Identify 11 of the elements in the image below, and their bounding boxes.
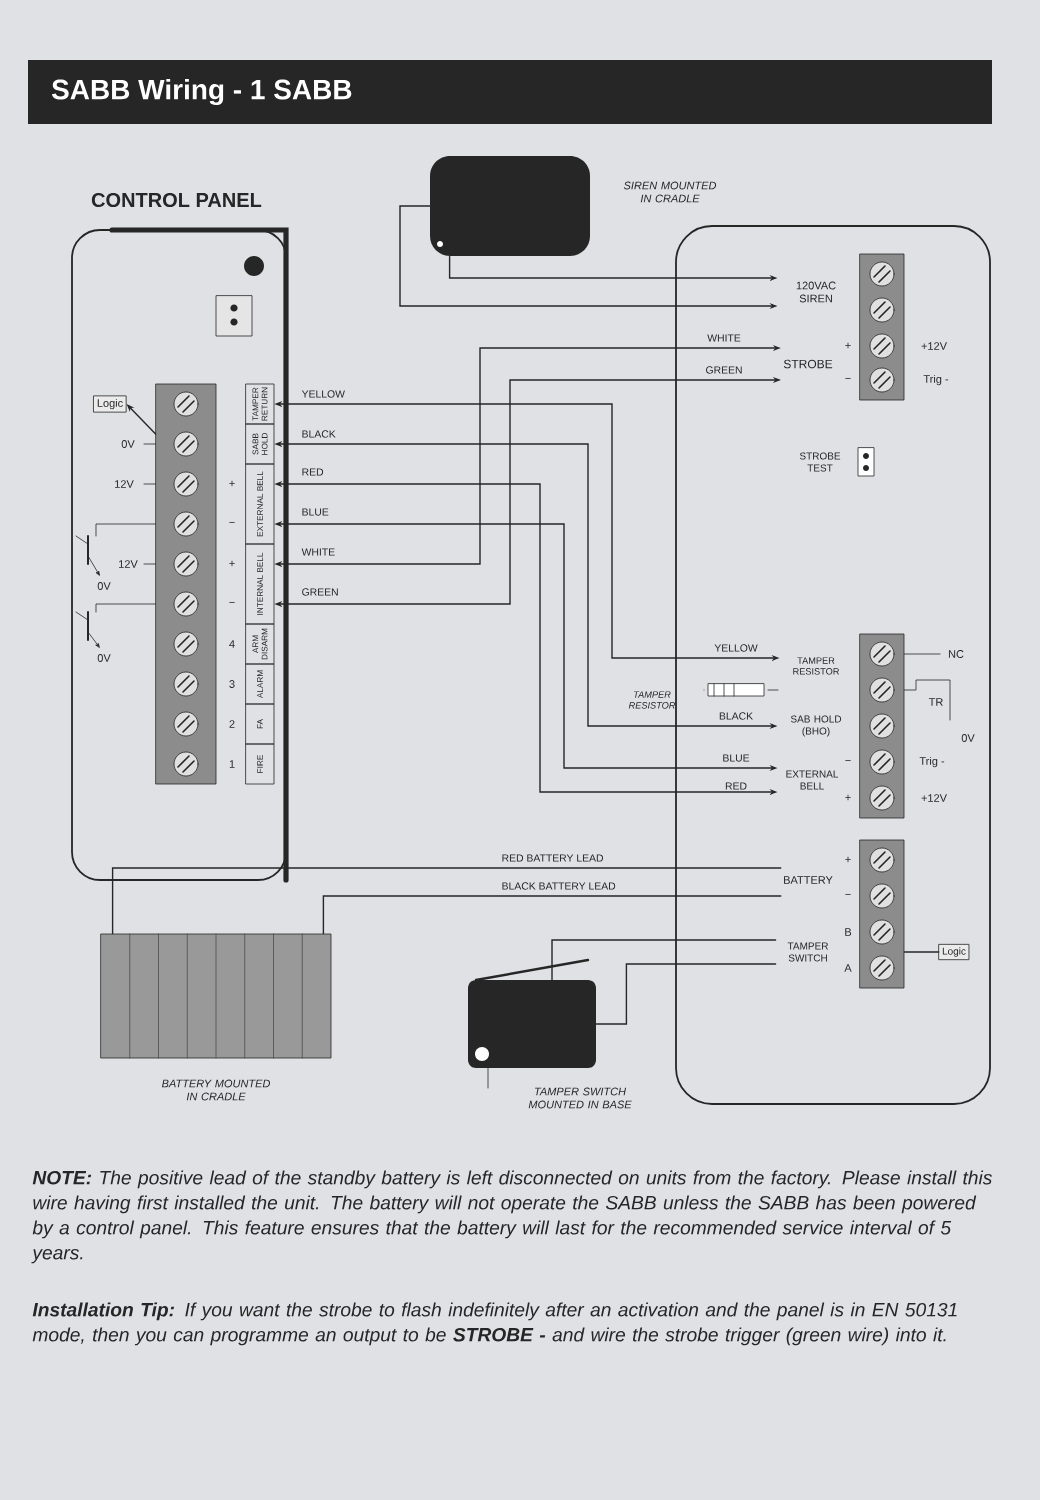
- node-label: CONTROL PANEL: [91, 192, 262, 208]
- note-text: Installation Tip: If you want the strobe to flash indefinitely after an activation and the panel is in EN 50131 mode, then you can programme an output to be STROBE - and wire the strobe trigger (green wire) into it.: [32, 1302, 957, 1346]
- wire: [322, 895, 782, 935]
- wire: [595, 963, 777, 1025]
- title-bar: SABB Wiring - 1 SABB: [28, 60, 992, 124]
- wire: [111, 867, 782, 935]
- wire: [903, 951, 940, 953]
- unit-housing: [675, 225, 991, 1105]
- note-text: NOTE: The positive lead of the standby battery is left disconnected on units from the factory. Please install this wire having first installed the unit. The battery will not operate the SABB unless the SABB has been powered by a control panel. This feature ensures that the battery will last for the recommended service interval of 5 years.: [31, 1170, 992, 1264]
- wire: [551, 939, 777, 981]
- terminal-strip: [155, 383, 217, 785]
